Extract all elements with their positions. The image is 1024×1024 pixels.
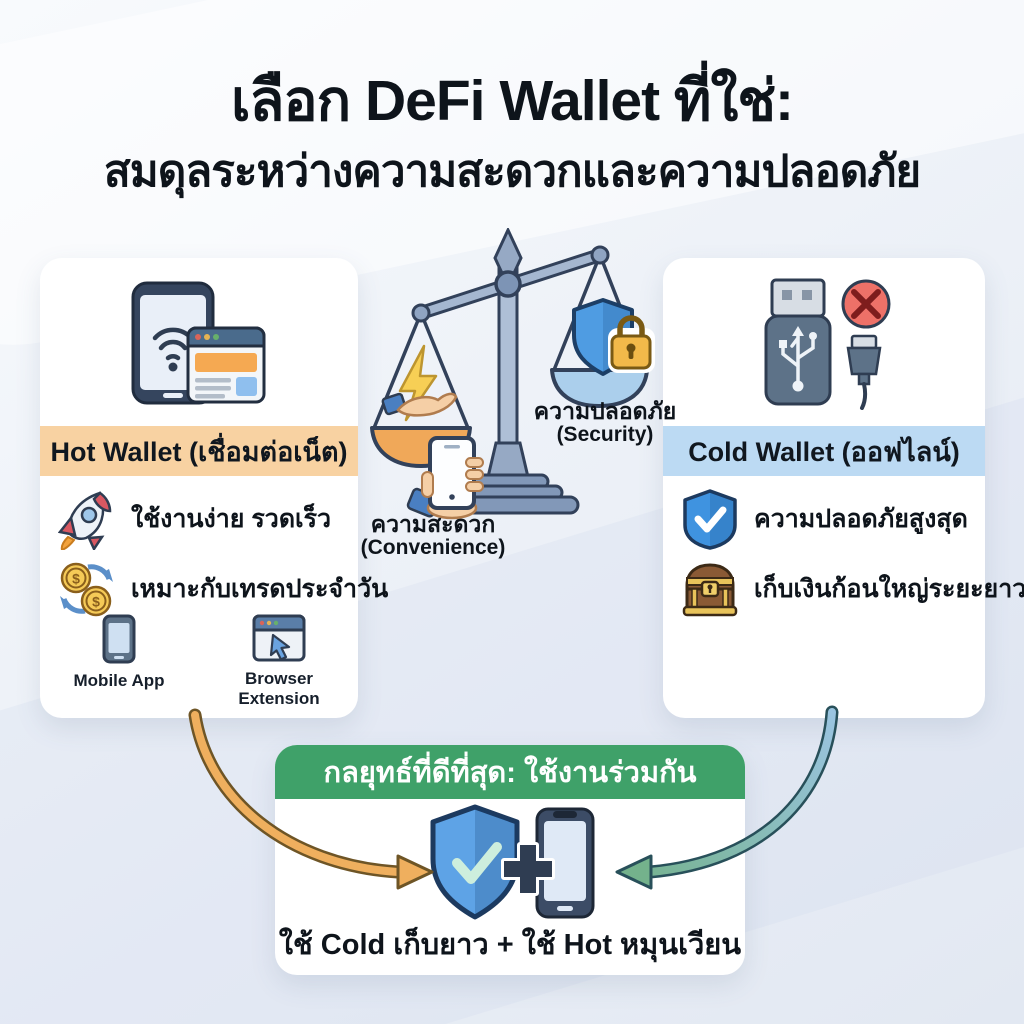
- phone-and-browser-icon: [131, 281, 266, 405]
- mobile-phone-icon: [102, 614, 136, 664]
- svg-text:$: $: [92, 594, 100, 610]
- platform-label: Browser Extension: [238, 669, 320, 708]
- hot-feature-trade: $ $ เหมาะกับเทรดประจำวัน: [58, 558, 388, 620]
- coins-exchange-icon: $ $: [58, 558, 116, 620]
- usb-hardware-wallet-icon: [764, 278, 891, 410]
- cold-feature-text: เก็บเงินก้อนใหญ่ระยะยาว: [754, 575, 1024, 603]
- plus-icon: [501, 842, 555, 896]
- strategy-caption: ใช้ Cold เก็บยาว + ใช้ Hot หมุนเวียน: [278, 929, 742, 961]
- convenience-sublabel: (Convenience): [360, 536, 506, 559]
- cold-wallet-header: Cold Wallet (ออฟไลน์): [663, 426, 985, 476]
- hot-platforms: Mobile App Browser Extension: [40, 614, 358, 708]
- hot-wallet-card: Hot Wallet (เชื่อมต่อเน็ต) ใช้งานง่าย รว…: [40, 258, 388, 718]
- hot-feature-easy: ใช้งานง่าย รวดเร็ว: [58, 488, 331, 550]
- platform-label: Mobile App: [73, 671, 165, 690]
- security-sublabel: (Security): [556, 423, 654, 446]
- rocket-icon: [58, 488, 116, 550]
- strategy-card: กลยุทธ์ที่ดีที่สุด: ใช้งานร่วมกัน ใช้ Co…: [275, 745, 745, 975]
- open-hand-icon: [396, 392, 458, 417]
- hot-feature-text: ใช้งานง่าย รวดเร็ว: [131, 505, 332, 533]
- hand-holding-phone-icon: [406, 436, 484, 520]
- page-title: เลือก DeFi Wallet ที่ใช่:: [231, 69, 794, 133]
- cold-feature-security: ความปลอดภัยสูงสุด: [681, 488, 968, 550]
- cold-feature-text: ความปลอดภัยสูงสุด: [754, 505, 968, 533]
- cold-feature-storage: เก็บเงินก้อนใหญ่ระยะยาว: [681, 558, 1024, 620]
- platform-mobile-app: Mobile App: [64, 614, 174, 708]
- hot-wallet-header: Hot Wallet (เชื่อมต่อเน็ต): [40, 426, 358, 476]
- shield-lock-icon: [572, 298, 655, 376]
- strategy-header: กลยุทธ์ที่ดีที่สุด: ใช้งานร่วมกัน: [275, 745, 745, 799]
- shield-plus-phone-icon: [430, 804, 595, 920]
- hot-feature-text: เหมาะกับเทรดประจำวัน: [131, 575, 389, 603]
- lightning-icon: [398, 344, 438, 422]
- browser-extension-icon: [252, 614, 306, 662]
- security-label: ความปลอดภัย: [533, 398, 677, 424]
- convenience-label: ความสะดวก: [370, 511, 496, 537]
- cold-wallet-card: Cold Wallet (ออฟไลน์) ความปลอดภัยสูงสุด: [663, 258, 1024, 718]
- svg-text:$: $: [72, 571, 80, 587]
- balance-scale-icon: [370, 228, 655, 520]
- treasure-chest-icon: [681, 558, 739, 620]
- page-subtitle: สมดุลระหว่างความสะดวกและความปลอดภัย: [103, 147, 921, 196]
- platform-browser-extension: Browser Extension: [224, 614, 334, 708]
- shield-check-icon: [681, 488, 739, 550]
